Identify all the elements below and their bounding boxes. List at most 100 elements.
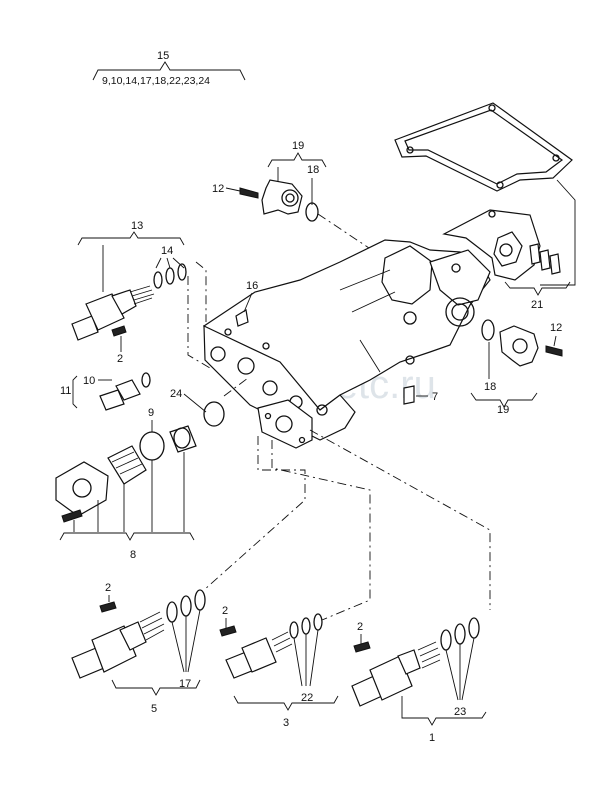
dashed-path-3 xyxy=(271,440,371,621)
callout-2-a[interactable]: 2 xyxy=(105,582,111,594)
sensor-11-plug xyxy=(99,389,125,411)
solenoid-1-body xyxy=(369,655,413,701)
callout-19-right[interactable]: 19 xyxy=(497,404,509,416)
leaders-17 xyxy=(171,609,201,673)
callout-15-list[interactable]: 9,10,14,17,18,22,23,24 xyxy=(102,75,210,87)
solenoid-13 xyxy=(71,263,187,341)
callout-1[interactable]: 1 xyxy=(429,732,435,744)
bolt-12-right xyxy=(545,345,563,357)
coil-8 xyxy=(107,445,147,485)
bolt-2-c xyxy=(353,641,371,653)
callout-12-right[interactable]: 12 xyxy=(550,322,562,334)
callout-group-3-22: 2 22 3 xyxy=(222,605,339,729)
bracket-3 xyxy=(233,695,339,711)
pressure-sensor-right xyxy=(481,319,563,367)
callout-14[interactable]: 14 xyxy=(161,245,173,257)
o-ring-23a xyxy=(440,629,452,651)
solenoid-5-thread xyxy=(139,611,165,641)
o-ring-17c xyxy=(194,589,206,611)
dashed-path-24 xyxy=(223,377,249,397)
leader-16 xyxy=(243,292,253,313)
callout-12-top[interactable]: 12 xyxy=(212,183,224,195)
callout-8[interactable]: 8 xyxy=(130,549,136,561)
solenoid-3-thread xyxy=(271,631,293,653)
bolt-2-left xyxy=(111,325,127,337)
o-ring-22c xyxy=(313,613,323,631)
bracket-5 xyxy=(111,679,201,696)
dashed-path-14 xyxy=(187,276,211,369)
solenoid-3-body xyxy=(241,637,277,673)
o-ring-17a xyxy=(166,601,178,623)
callout-16[interactable]: 16 xyxy=(246,280,258,292)
o-ring-23b xyxy=(454,623,466,645)
sleeve-7 xyxy=(403,385,415,405)
o-ring-10 xyxy=(141,372,151,388)
callout-10[interactable]: 10 xyxy=(83,375,95,387)
callout-2-c[interactable]: 2 xyxy=(357,621,363,633)
callout-22[interactable]: 22 xyxy=(301,692,313,704)
leaders-22 xyxy=(293,629,319,687)
bracket-19-right xyxy=(470,392,538,408)
o-ring-23c xyxy=(468,617,480,639)
o-ring-14b xyxy=(165,267,175,285)
leaders-23 xyxy=(445,637,475,701)
callout-group-10-11: 10 11 xyxy=(60,375,112,409)
body-port-right xyxy=(445,297,475,327)
callout-2-b[interactable]: 2 xyxy=(222,605,228,617)
callout-24[interactable]: 24 xyxy=(170,388,182,400)
gasket-hole xyxy=(488,104,496,112)
o-ring-24 xyxy=(203,401,225,427)
o-ring-14a xyxy=(153,271,163,289)
dashed-path-13 xyxy=(195,261,207,322)
callout-group-19-top: 19 18 12 xyxy=(212,140,327,205)
callout-group-21: 21 xyxy=(504,281,571,311)
o-ring-22a xyxy=(289,621,299,639)
bolt-12-top xyxy=(239,187,259,199)
pressure-sensor-top xyxy=(239,179,319,222)
callout-17[interactable]: 17 xyxy=(179,678,191,690)
leader-21-gasket xyxy=(540,179,576,286)
o-ring-18-top xyxy=(305,202,319,222)
bracket-15 xyxy=(92,61,246,81)
callout-3[interactable]: 3 xyxy=(283,717,289,729)
callout-group-9: 9 xyxy=(148,407,154,432)
o-ring-14c xyxy=(177,263,187,281)
mounting-plate xyxy=(257,399,313,449)
callout-group-12-18-19-right: 12 18 19 xyxy=(470,322,562,416)
callout-2-left[interactable]: 2 xyxy=(117,353,123,365)
dashed-path-19-top xyxy=(317,213,391,263)
leader-12-top xyxy=(225,187,241,192)
callout-group-15: 15 9,10,14,17,18,22,23,24 xyxy=(92,50,246,87)
callout-group-5-17: 2 17 5 xyxy=(105,582,201,715)
bolt-8 xyxy=(61,509,83,523)
valve-body xyxy=(202,239,491,449)
solenoid-3 xyxy=(219,613,323,679)
solenoid-1-thread xyxy=(417,641,441,669)
callout-group-1-23: 2 23 1 xyxy=(357,621,487,744)
callout-19-top[interactable]: 19 xyxy=(292,140,304,152)
gasket xyxy=(394,102,573,192)
gasket-hole xyxy=(552,154,560,162)
callout-21[interactable]: 21 xyxy=(531,299,543,311)
callout-11[interactable]: 11 xyxy=(60,385,71,397)
callout-9[interactable]: 9 xyxy=(148,407,154,419)
dashed-path-1 xyxy=(309,429,491,610)
stud-16 xyxy=(235,309,249,327)
callout-group-8: 8 xyxy=(59,452,195,561)
callout-13[interactable]: 13 xyxy=(131,220,143,232)
solenoid-13-body xyxy=(85,293,125,331)
dashed-path-5 xyxy=(203,436,306,591)
callout-18-top[interactable]: 18 xyxy=(307,164,319,176)
callout-5[interactable]: 5 xyxy=(151,703,157,715)
solenoid-13-plug xyxy=(71,315,99,341)
callout-15[interactable]: 15 xyxy=(157,50,169,62)
solenoid-13-thread xyxy=(129,285,155,305)
bracket-19-top xyxy=(267,152,327,168)
sensor-11 xyxy=(99,372,151,411)
leader-14 xyxy=(155,257,185,269)
callout-23[interactable]: 23 xyxy=(454,706,466,718)
callout-7[interactable]: 7 xyxy=(432,391,438,403)
gasket-hole xyxy=(496,181,504,189)
sensor-body-right xyxy=(499,325,539,367)
callout-18-right[interactable]: 18 xyxy=(484,381,496,393)
